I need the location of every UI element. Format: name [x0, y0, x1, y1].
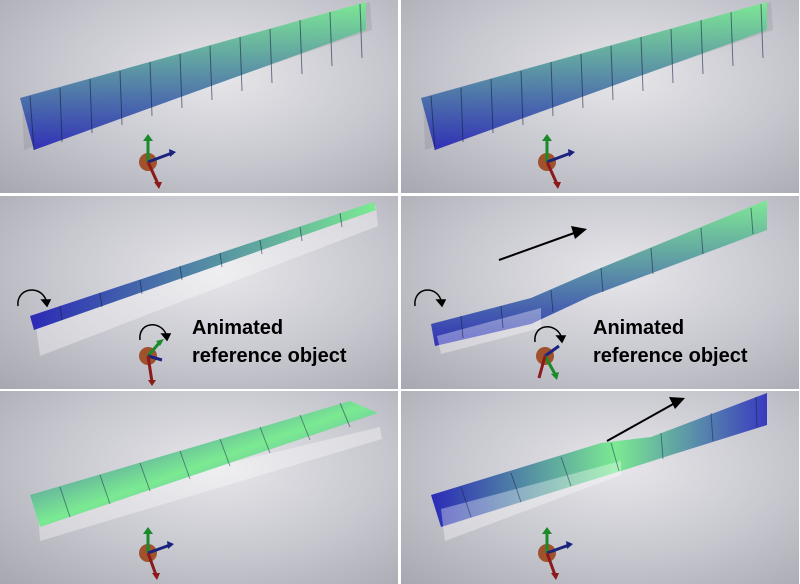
axis-gizmo-icon	[139, 134, 176, 189]
slat-ribbon-flat	[30, 401, 382, 580]
direction-arrow-icon	[498, 226, 587, 261]
slat-ribbon-straight	[20, 2, 372, 189]
caption-line-1: Animated	[192, 317, 284, 339]
axis-gizmo-icon	[536, 344, 560, 380]
axis-gizmo-icon	[139, 339, 164, 386]
slat-ribbon-partially-twisted	[414, 200, 767, 380]
panel-middle-left: Animated reference object	[0, 196, 398, 389]
slat-ribbon-twisted	[17, 202, 378, 386]
axis-gizmo-icon	[538, 134, 575, 189]
rotation-arrow-icon	[414, 289, 447, 308]
panel-bottom-right	[401, 391, 799, 584]
panel-middle-right: Animated reference object	[401, 196, 799, 389]
slat-ribbon-straight	[421, 2, 773, 189]
panel-top-left	[0, 0, 398, 193]
caption-line-2: reference object	[192, 345, 347, 367]
panel-bottom-left	[0, 391, 398, 584]
caption-line-2: reference object	[593, 345, 748, 367]
caption-animated-reference-object: Animated reference object	[593, 314, 748, 370]
panel-top-right	[401, 0, 799, 193]
rotation-arrow-icon	[139, 324, 172, 342]
rotation-arrow-icon	[17, 289, 52, 308]
axis-gizmo-icon	[538, 527, 573, 580]
slat-ribbon-partially-flat	[431, 393, 767, 580]
caption-animated-reference-object: Animated reference object	[192, 314, 347, 370]
axis-gizmo-icon	[139, 527, 174, 580]
rotation-arrow-icon	[534, 326, 567, 344]
direction-arrow-icon	[606, 397, 685, 442]
caption-line-1: Animated	[593, 317, 685, 339]
